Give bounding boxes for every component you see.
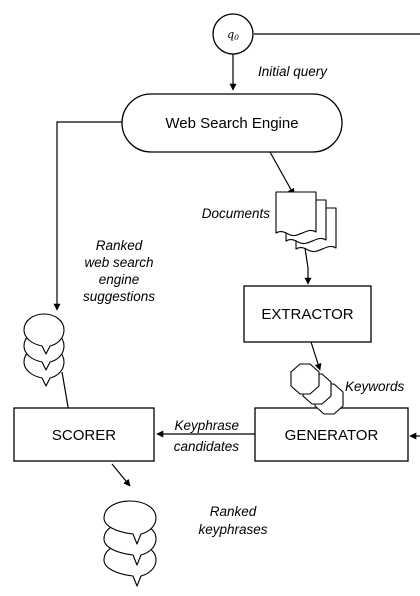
search-engine-node: Web Search Engine: [121, 93, 343, 153]
edge-documents-to-extractor: [304, 247, 312, 285]
edge-scorer-to-ranked: [111, 463, 131, 487]
generator-node: GENERATOR: [254, 407, 409, 462]
scorer-node: SCORER: [13, 407, 155, 462]
edge-search-to-documents: [269, 151, 295, 196]
query-subscript: 0: [234, 33, 239, 42]
initial-query-annotation: Initial query: [258, 64, 328, 79]
suggestions-annotation: Ranked web search engine suggestions: [83, 238, 155, 304]
extractor-label: EXTRACTOR: [261, 306, 353, 323]
suggestions-line-4: suggestions: [83, 289, 155, 304]
svg-text:q0: q0: [227, 28, 239, 42]
edge-search-to-suggestions: [53, 121, 122, 311]
extractor-node: EXTRACTOR: [243, 285, 372, 343]
query-node: q0: [212, 13, 254, 55]
documents-icon: [275, 191, 337, 252]
suggestions-line-3: engine: [99, 272, 140, 287]
search-engine-label: Web Search Engine: [165, 115, 298, 132]
ranked-keyphrases-annotation: Ranked keyphrases: [198, 504, 267, 537]
generator-label: GENERATOR: [285, 427, 379, 444]
scorer-label: SCORER: [52, 427, 116, 444]
ranked-keyphrases-stack-icon: [103, 500, 157, 587]
edge-extractor-to-keywords: [310, 341, 322, 371]
candidates-line-1: Keyphrase: [174, 418, 239, 433]
query-symbol: q: [227, 28, 234, 41]
suggestions-line-1: Ranked: [96, 238, 143, 253]
candidates-line-2: candidates: [174, 439, 240, 454]
candidates-annotation: Keyphrase candidates: [174, 418, 240, 454]
suggestions-stack-icon: [23, 313, 65, 387]
documents-annotation: Documents: [202, 206, 271, 221]
keywords-icon: [290, 363, 344, 415]
suggestions-line-2: web search: [84, 255, 153, 270]
ranked-keyphrases-line-2: keyphrases: [198, 522, 267, 537]
keywords-annotation: Keywords: [345, 379, 405, 394]
ranked-keyphrases-line-1: Ranked: [210, 504, 257, 519]
